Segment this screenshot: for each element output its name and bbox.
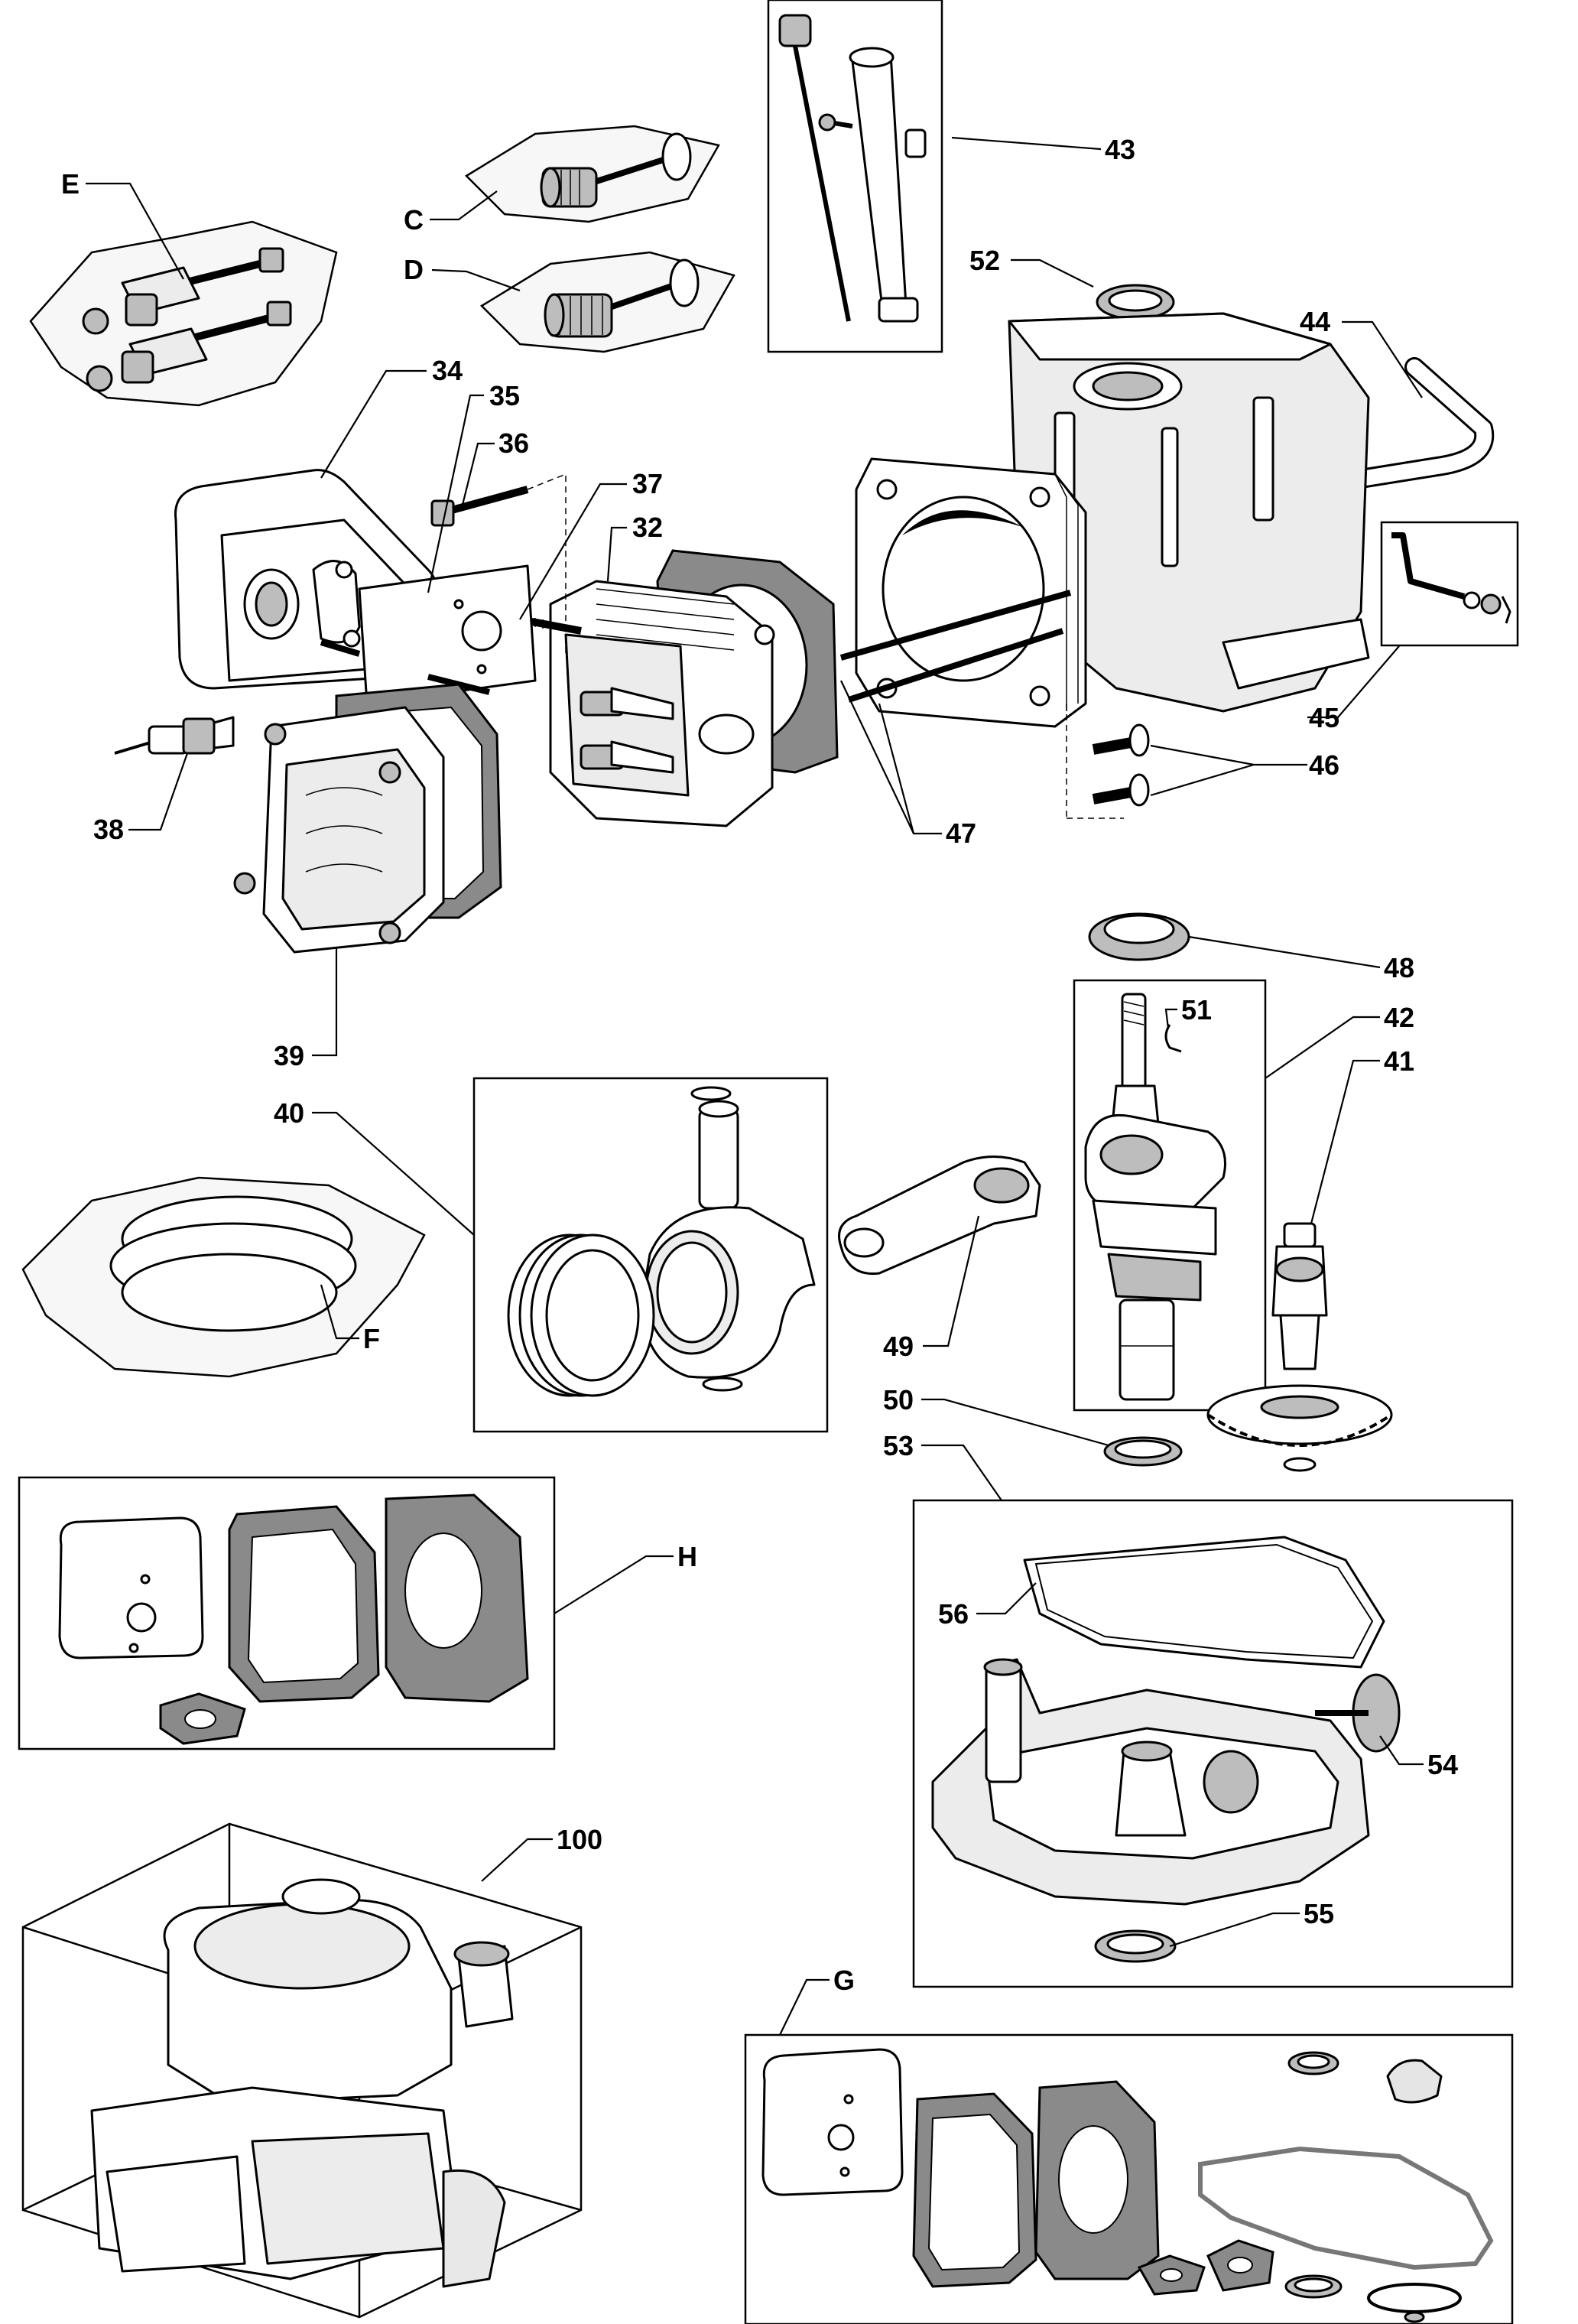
callout-46: 46: [1309, 749, 1339, 781]
crankshaft-box: [1073, 979, 1267, 1412]
callout-44: 44: [1300, 306, 1330, 337]
kit-d-valve-bag: [479, 251, 735, 353]
valve-cover-39: [233, 706, 445, 954]
callout-47: 47: [946, 817, 976, 849]
camshaft-41: [1206, 1222, 1393, 1472]
callout-43: 43: [1105, 134, 1135, 165]
crankcase-block: [1008, 312, 1370, 713]
muffler-gasket-35: [358, 564, 537, 705]
callout-C: C: [404, 204, 424, 236]
gasket-set-g-box: [744, 2033, 1514, 2324]
callout-38: 38: [93, 814, 124, 845]
callout-52: 52: [969, 245, 1000, 276]
gasket-set-h-box: [18, 1476, 556, 1750]
callout-40: 40: [274, 1097, 304, 1129]
connecting-rod-49: [838, 1155, 1041, 1276]
callout-D: D: [404, 254, 424, 285]
callout-41: 41: [1384, 1045, 1414, 1077]
dipstick-assembly-box: [767, 0, 943, 353]
callout-49: 49: [883, 1331, 914, 1362]
callout-51: 51: [1181, 994, 1212, 1025]
breather-hose-44: [1332, 357, 1495, 492]
callout-54: 54: [1427, 1749, 1458, 1780]
pushrods-47: [839, 590, 1072, 703]
complete-engine-100: [21, 1822, 583, 2319]
callout-100: 100: [557, 1824, 602, 1855]
callout-G: G: [833, 1965, 855, 1996]
leader-lines: [86, 136, 1424, 2036]
piston-rings-kit-f: [21, 1176, 426, 1378]
oil-seal-50: [1103, 1436, 1183, 1467]
cylinder-head-32: [549, 580, 775, 827]
callout-50: 50: [883, 1384, 914, 1416]
piston-assembly-box: [472, 1077, 829, 1433]
callout-53: 53: [883, 1430, 914, 1461]
callout-37: 37: [632, 468, 663, 499]
callout-35: 35: [489, 380, 520, 411]
callout-labels: E C D 43 52 44 34 35 36 37 32 45 46 38 4…: [61, 134, 1458, 1996]
callout-39: 39: [274, 1040, 304, 1071]
callout-32: 32: [632, 512, 663, 543]
callout-H: H: [677, 1541, 697, 1572]
callout-F: F: [363, 1323, 380, 1354]
callout-48: 48: [1384, 952, 1414, 983]
oil-seal-52: [1096, 284, 1175, 320]
kit-e-valve-bolts-bag: [29, 220, 338, 407]
callout-56: 56: [938, 1598, 969, 1630]
callout-42: 42: [1384, 1002, 1414, 1033]
crankcase-cover-box: [912, 1499, 1514, 1988]
governor-lever-box: [1380, 521, 1519, 647]
spark-plug-38: [114, 716, 235, 755]
valve-tappets-46: [1066, 704, 1150, 819]
callout-34: 34: [432, 355, 463, 386]
callout-E: E: [61, 168, 80, 200]
callout-55: 55: [1304, 1898, 1334, 1929]
callout-36: 36: [498, 427, 529, 459]
kit-c-valve-bag: [464, 125, 720, 223]
crankshaft-bearing-48: [1088, 912, 1190, 961]
oil-seal-55: [1094, 1929, 1177, 1963]
bolt-36: [430, 473, 567, 658]
callout-45: 45: [1309, 702, 1339, 733]
